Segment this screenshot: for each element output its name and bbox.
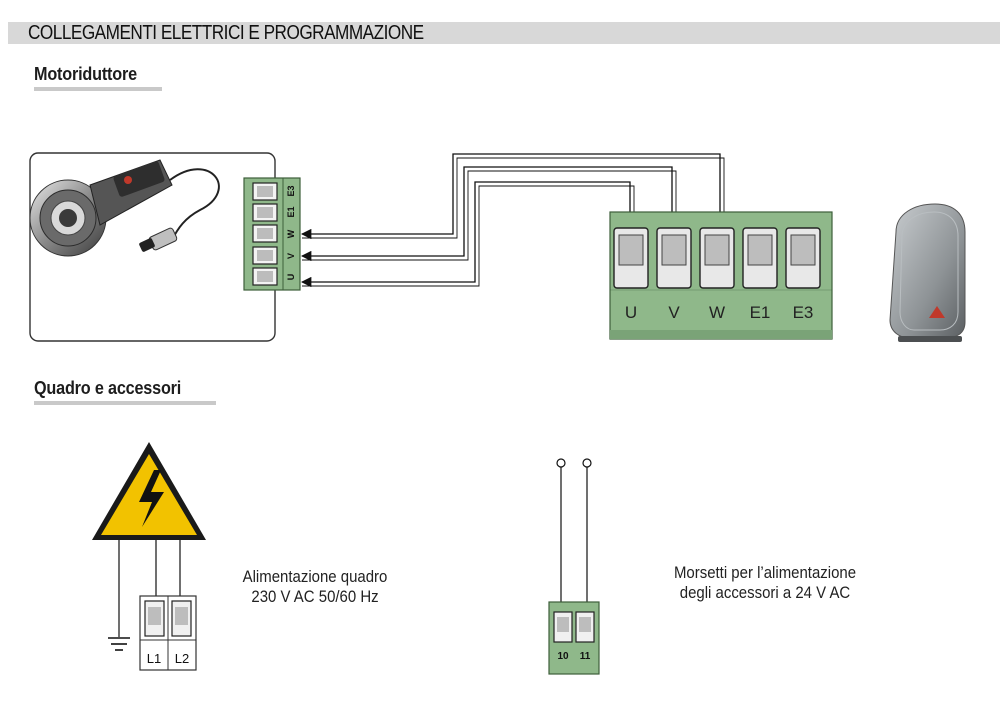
motor-terminal-label-u: U	[286, 274, 296, 281]
high-voltage-warning-icon	[92, 442, 206, 540]
control-terminal-label-u: U	[625, 303, 637, 322]
section-title-panel: Quadro e accessori	[34, 378, 182, 398]
wire-w	[300, 153, 726, 250]
power-caption: Alimentazione quadro 230 V AC 50/60 Hz	[227, 567, 403, 607]
power-terminal-label-l2: L2	[175, 651, 189, 666]
accessory-caption-line2: degli accessori a 24 V AC	[679, 583, 851, 602]
control-terminal-label-w: W	[709, 303, 725, 322]
control-terminal-label-v: V	[668, 303, 680, 322]
motor-terminal-label-e1: E1	[286, 206, 296, 217]
wire-u	[300, 181, 636, 288]
power-terminal-label-l1: L1	[147, 651, 161, 666]
motor-terminal-label-v: V	[286, 253, 296, 259]
ground-icon	[108, 637, 130, 651]
section-title-motor: Motoriduttore	[34, 64, 137, 84]
section-underline-motor	[34, 87, 162, 91]
control-box-photo-icon	[889, 203, 966, 342]
motor-terminal-label-w: W	[286, 229, 296, 238]
motor-terminal-label-e3: E3	[286, 185, 296, 196]
accessory-terminal-label-11: 11	[580, 651, 591, 662]
accessory-caption-line1: Morsetti per l’alimentazione	[673, 563, 857, 582]
power-caption-line2: 230 V AC 50/60 Hz	[251, 587, 379, 606]
control-terminal-label-e1: E1	[750, 303, 771, 322]
page-title: COLLEGAMENTI ELETTRICI E PROGRAMMAZIONE	[28, 22, 424, 44]
section-underline-panel	[34, 401, 216, 405]
motor-photo-icon	[29, 159, 220, 257]
control-terminal-label-e3: E3	[793, 303, 814, 322]
accessory-caption: Morsetti per l’alimentazione degli acces…	[659, 563, 870, 603]
header-bar	[8, 22, 1000, 44]
accessory-terminal-block: 10 11	[548, 601, 600, 675]
control-terminal-block: U V W E1 E3	[609, 211, 833, 340]
power-terminal-block: L1 L2	[139, 595, 197, 671]
accessory-terminal-label-10: 10	[557, 651, 569, 662]
motor-terminal-block: E3 E1 W V U	[243, 177, 301, 291]
motor-wires	[300, 153, 726, 288]
power-caption-line1: Alimentazione quadro	[242, 567, 388, 586]
